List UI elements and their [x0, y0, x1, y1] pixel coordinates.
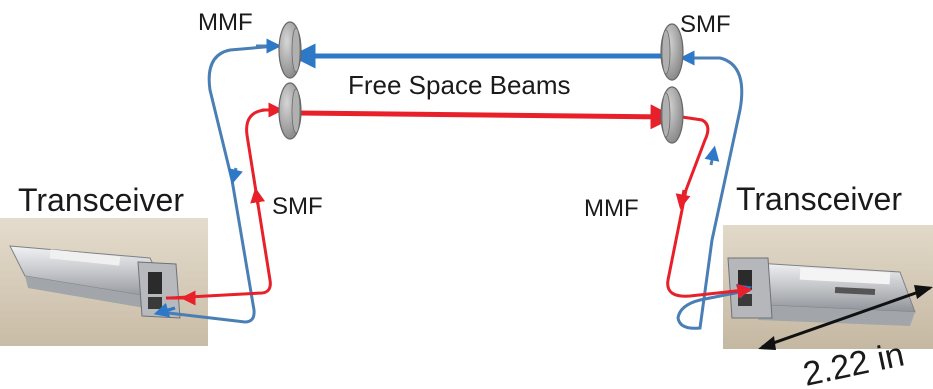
right-transceiver-photo — [723, 225, 933, 349]
lens-icon — [660, 23, 684, 81]
left-blue-fiber-arrow-end — [153, 302, 176, 318]
left-transceiver-photo — [0, 218, 208, 346]
right-red-mmf-fiber — [666, 115, 746, 298]
lens-icon — [278, 82, 302, 140]
free-space-label: Free Space Beams — [348, 70, 571, 100]
left-red-fiber-arrow-mid — [250, 187, 266, 206]
right-blue-smf-fiber — [676, 56, 751, 330]
free-space-red-beam — [297, 104, 676, 130]
left-blue-fiber-arrow-mid — [228, 167, 243, 185]
smf-top-label: SMF — [680, 11, 731, 38]
right-red-fiber-arrow-end — [727, 283, 753, 299]
transceiver-left-label: Transceiver — [18, 182, 184, 218]
dimension-arrow — [758, 285, 933, 350]
right-blue-fiber-arrow-mid — [704, 145, 720, 166]
mmf-right-label: MMF — [584, 195, 639, 222]
transceiver-right-label: Transceiver — [736, 181, 902, 217]
lens-icon — [660, 86, 684, 144]
smf-left-label: SMF — [272, 193, 323, 220]
left-red-smf-fiber — [169, 108, 276, 300]
right-red-fiber-arrow-mid — [675, 189, 691, 210]
lens-icon — [278, 21, 302, 79]
mmf-top-label: MMF — [198, 9, 253, 36]
